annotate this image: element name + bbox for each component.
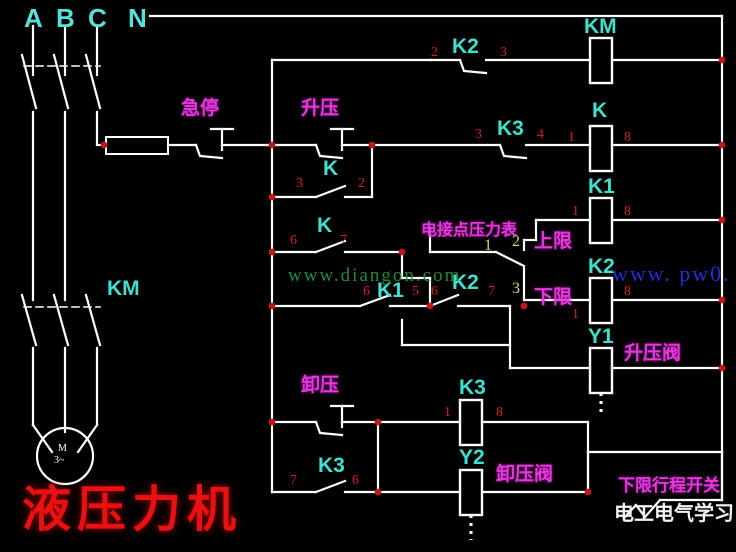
contact-label-k2-top: K2: [452, 35, 479, 58]
contact-k1-65-right: 5: [412, 284, 419, 299]
coil-k2-terminal-8: 8: [624, 284, 631, 299]
contact-label-k1-65: K1: [377, 279, 404, 302]
motor-phase-text: 3~: [54, 455, 65, 466]
label-boost-valve: 升压阀: [624, 342, 682, 364]
gauge-terminal-2: 2: [512, 233, 520, 250]
contact-k2-top-left: 2: [431, 45, 438, 60]
label-emergency-stop: 急停: [181, 97, 220, 119]
label-pressure-gauge: 电接点压力表: [421, 220, 518, 239]
coil-k2-terminal-1: 1: [572, 307, 579, 322]
phase-label-a: A: [24, 3, 43, 33]
coil-label-y1: Y1: [588, 325, 614, 348]
contact-k-67-left: 6: [290, 233, 297, 248]
coil-label-k1: K1: [588, 175, 615, 198]
fuse-symbol: [105, 136, 169, 155]
coil-k-terminal-1: 1: [568, 130, 575, 145]
coil-KM: [588, 36, 614, 85]
contact-k-32-left: 3: [296, 176, 303, 191]
phase-label-c: C: [88, 3, 107, 33]
coil-label-y2: Y2: [459, 446, 485, 469]
motor-symbol-text: M: [58, 443, 67, 454]
contact-k3-seal-right: 4: [537, 127, 544, 142]
watermark-diangon: www.diangon.com: [288, 265, 462, 286]
watermark-pw0: www. pw0. cn: [612, 261, 736, 286]
contact-k-32-right: 2: [358, 176, 365, 191]
overlay-title: 液压力机: [22, 481, 243, 538]
contact-k2-top-right: 3: [500, 45, 507, 60]
coil-label-k2: K2: [588, 255, 615, 278]
coil-k1-terminal-1: 1: [572, 204, 579, 219]
motor-symbol: [35, 426, 95, 486]
coil-k3-terminal-1: 1: [444, 405, 451, 420]
coil-label-k3: K3: [459, 376, 486, 399]
gauge-terminal-1: 1: [484, 237, 492, 254]
contact-label-k-67: K: [317, 214, 333, 237]
coil-k1-terminal-8: 8: [624, 204, 631, 219]
watermark-wechat-account: 电工电气学习: [614, 501, 734, 525]
label-lower-limit: 下限: [534, 286, 573, 308]
label-lower-travel-switch: 下限行程开关: [618, 476, 720, 496]
contact-k-67-right: 7: [340, 233, 347, 248]
coil-K2: [588, 276, 614, 325]
label-release-button: 卸压: [301, 374, 340, 396]
contact-label-k3-seal: K3: [497, 117, 524, 140]
label-boost-button: 升压: [301, 97, 340, 119]
coil-label-k: K: [592, 99, 608, 122]
label-km-main: KM: [107, 277, 140, 300]
contact-label-k-32: K: [323, 157, 339, 180]
label-release-valve: 卸压阀: [496, 463, 554, 485]
contact-k3-76-right: 6: [352, 473, 359, 488]
coil-Y2: [458, 468, 484, 517]
junction-dots: [100, 56, 726, 496]
coil-K: [588, 124, 614, 173]
neutral-label: N: [128, 3, 147, 33]
contact-k2-67-left: 6: [431, 284, 438, 299]
coil-k-terminal-8: 8: [624, 130, 631, 145]
contact-label-k2-67: K2: [452, 271, 479, 294]
contact-k2-67-right: 7: [488, 284, 495, 299]
phase-label-b: B: [56, 3, 75, 33]
contact-k3-76-left: 7: [290, 473, 297, 488]
coil-K1: [588, 196, 614, 245]
gauge-terminal-3: 3: [512, 280, 520, 297]
contact-label-k3-76: K3: [318, 454, 345, 477]
coil-k3-terminal-8: 8: [496, 405, 503, 420]
label-upper-limit: 上限: [534, 230, 573, 252]
coil-Y1: [588, 346, 614, 395]
contact-k1-65-left: 6: [363, 284, 370, 299]
coil-K3: [458, 398, 484, 447]
contact-k3-seal-left: 3: [475, 127, 482, 142]
coil-label-km: KM: [584, 15, 617, 38]
